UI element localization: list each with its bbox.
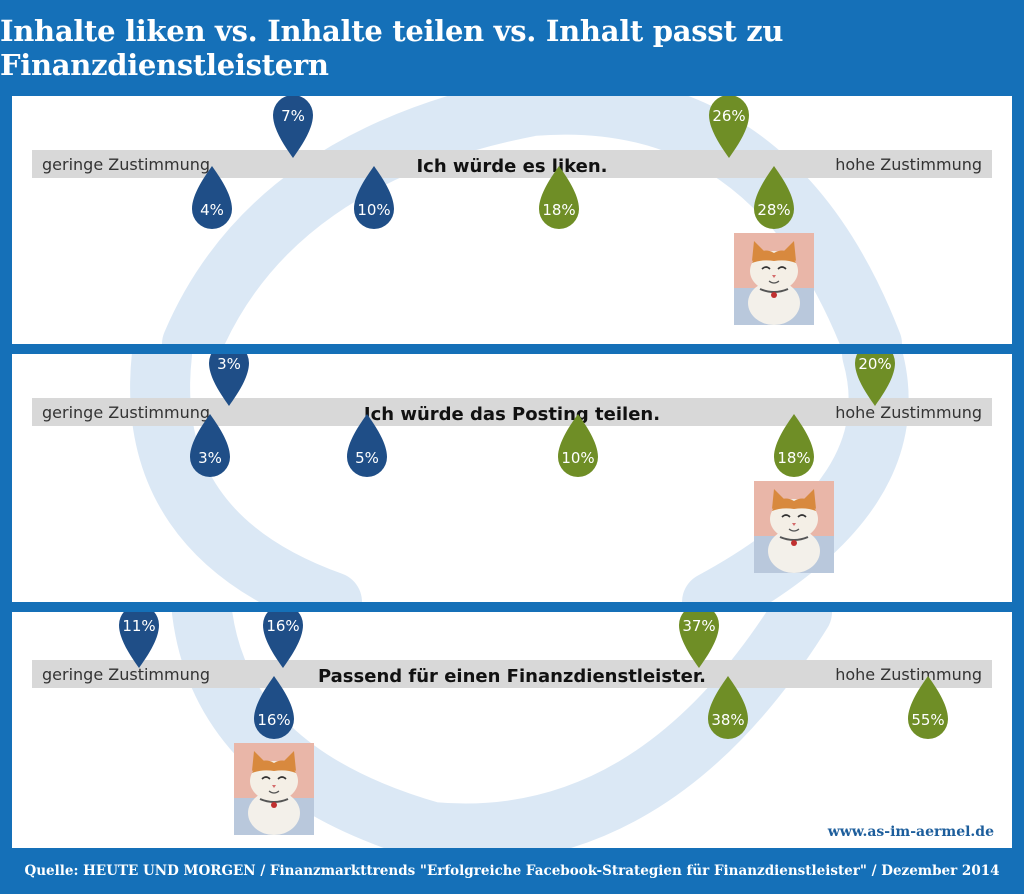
data-label: 28% bbox=[757, 201, 790, 219]
data-label: 26% bbox=[712, 107, 745, 125]
panel-teilen: geringe Zustimmung hohe Zustimmung Ich wür… bbox=[12, 354, 1012, 602]
data-label: 18% bbox=[777, 449, 810, 467]
marker-above-positive: 37% bbox=[679, 612, 719, 668]
data-label: 5% bbox=[355, 449, 379, 467]
marker-above-positive: 20% bbox=[855, 354, 895, 406]
data-label: 4% bbox=[200, 201, 224, 219]
marker-above-negative: 11% bbox=[119, 612, 159, 668]
series-title: Ich würde das Posting teilen. bbox=[364, 404, 660, 425]
marker-above-positive: 26% bbox=[709, 96, 749, 158]
data-label: 16% bbox=[257, 711, 290, 729]
scale-right-label: hohe Zustimmung bbox=[835, 403, 982, 422]
scale-right-label: hohe Zustimmung bbox=[835, 665, 982, 684]
cat-image bbox=[234, 743, 314, 835]
data-label: 7% bbox=[281, 107, 305, 125]
scale-left-label: geringe Zustimmung bbox=[42, 155, 210, 174]
data-label: 3% bbox=[198, 449, 222, 467]
chart-svg-1: geringe Zustimmung hohe Zustimmung Ich wür… bbox=[32, 96, 992, 344]
marker-above-negative: 16% bbox=[263, 612, 303, 668]
marker-below-positive: 38% bbox=[708, 676, 748, 739]
marker-above-negative: 3% bbox=[209, 354, 249, 406]
cat-image bbox=[754, 481, 834, 573]
marker-below-negative: 10% bbox=[354, 166, 394, 229]
panel-liken: geringe Zustimmung hohe Zustimmung Ich wür… bbox=[12, 96, 1012, 344]
data-label: 10% bbox=[357, 201, 390, 219]
marker-below-positive: 55% bbox=[908, 676, 948, 739]
source-footer: Quelle: HEUTE UND MORGEN / Finanzmarkttr… bbox=[24, 863, 1000, 879]
data-label: 37% bbox=[682, 617, 715, 635]
marker-below-negative: 5% bbox=[347, 414, 387, 477]
watermark-arc bbox=[162, 96, 902, 344]
data-label: 11% bbox=[122, 617, 155, 635]
marker-above-negative: 7% bbox=[273, 96, 313, 158]
data-label: 10% bbox=[561, 449, 594, 467]
data-label: 16% bbox=[266, 617, 299, 635]
chart-svg-2: geringe Zustimmung hohe Zustimmung Ich wür… bbox=[32, 354, 992, 602]
chart-title: Inhalte liken vs. Inhalte teilen vs. Inh… bbox=[0, 14, 784, 82]
marker-below-positive: 18% bbox=[774, 414, 814, 477]
data-label: 3% bbox=[217, 355, 241, 373]
scale-bar bbox=[32, 150, 992, 178]
marker-below-negative: 4% bbox=[192, 166, 232, 229]
scale-bar bbox=[32, 660, 992, 688]
cat-image bbox=[734, 233, 814, 325]
marker-below-positive: 18% bbox=[539, 166, 579, 229]
data-label: 18% bbox=[542, 201, 575, 219]
scale-right-label: hohe Zustimmung bbox=[835, 155, 982, 174]
panel-passend: geringe Zustimmung hohe Zustimmung Passend… bbox=[12, 612, 1012, 848]
scale-bar bbox=[32, 398, 992, 426]
series-title: Ich würde es liken. bbox=[416, 156, 607, 177]
marker-below-positive: 28% bbox=[754, 166, 794, 229]
website-link[interactable]: www.as-im-aermel.de bbox=[827, 824, 994, 840]
marker-below-negative: 3% bbox=[190, 414, 230, 477]
scale-left-label: geringe Zustimmung bbox=[42, 403, 210, 422]
marker-below-positive: 10% bbox=[558, 414, 598, 477]
watermark-arc bbox=[172, 612, 832, 848]
data-label: 38% bbox=[711, 711, 744, 729]
data-label: 20% bbox=[858, 355, 891, 373]
series-title: Passend für einen Finanzdienstleister. bbox=[318, 666, 706, 687]
chart-svg-3: geringe Zustimmung hohe Zustimmung Passend… bbox=[32, 612, 992, 848]
marker-below-negative: 16% bbox=[254, 676, 294, 739]
scale-left-label: geringe Zustimmung bbox=[42, 665, 210, 684]
data-label: 55% bbox=[911, 711, 944, 729]
